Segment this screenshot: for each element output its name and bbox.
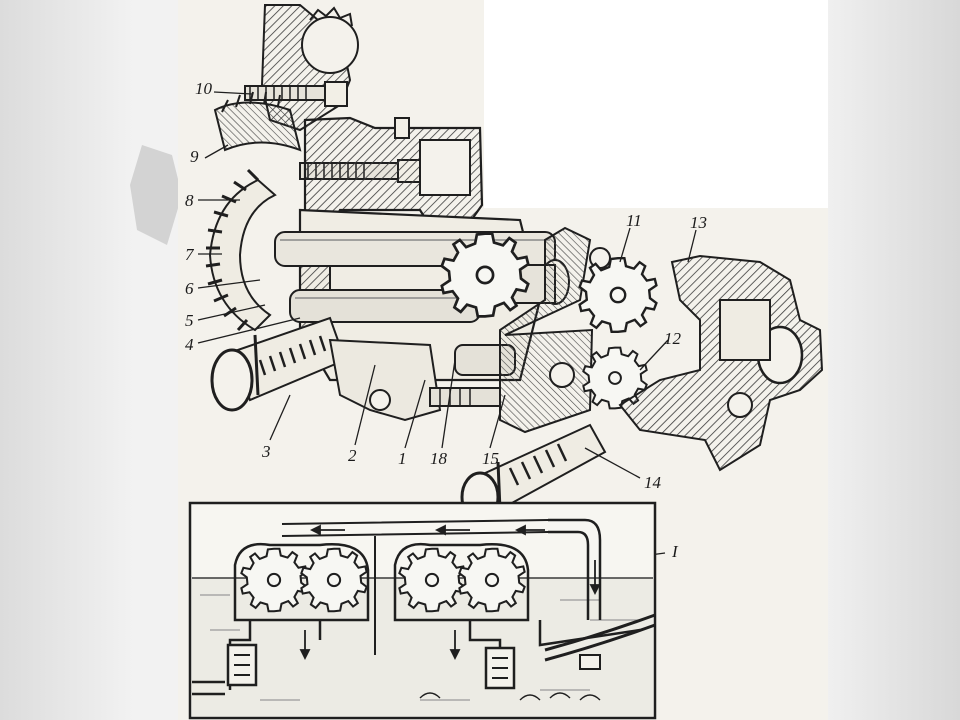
callout-15: 15 xyxy=(482,449,499,468)
callout-2: 2 xyxy=(348,446,357,465)
callout-14: 14 xyxy=(644,473,661,492)
callout-7: 7 xyxy=(185,245,194,264)
faded-pump-ghost-image xyxy=(122,135,192,255)
middle-plate-15 xyxy=(499,226,611,434)
pressure-valve-3 xyxy=(210,316,347,412)
callout-4: 4 xyxy=(185,335,194,354)
lubrication-schematic xyxy=(188,501,657,720)
callout-I: I xyxy=(672,542,678,561)
bolt-10 xyxy=(244,81,348,107)
callout-6: 6 xyxy=(185,279,194,298)
drive-gear-9 xyxy=(213,91,302,152)
callout-3: 3 xyxy=(262,442,271,461)
callout-13: 13 xyxy=(690,213,707,232)
callout-18: 18 xyxy=(430,449,447,468)
callout-10: 10 xyxy=(195,79,212,98)
blank-white-area xyxy=(484,0,828,208)
callout-9: 9 xyxy=(190,147,199,166)
callout-12: 12 xyxy=(664,329,681,348)
gear-11 xyxy=(578,257,658,333)
driven-shaft-2 xyxy=(289,289,516,376)
pump-gear-upper-left xyxy=(440,232,530,318)
callout-8: 8 xyxy=(185,191,194,210)
callout-1: 1 xyxy=(398,449,407,468)
callout-11: 11 xyxy=(626,211,642,230)
lower-housing-13 xyxy=(618,254,824,472)
callout-5: 5 xyxy=(185,311,194,330)
leader-lines xyxy=(197,91,697,556)
bevel-gear-ring-8-4 xyxy=(205,168,277,332)
